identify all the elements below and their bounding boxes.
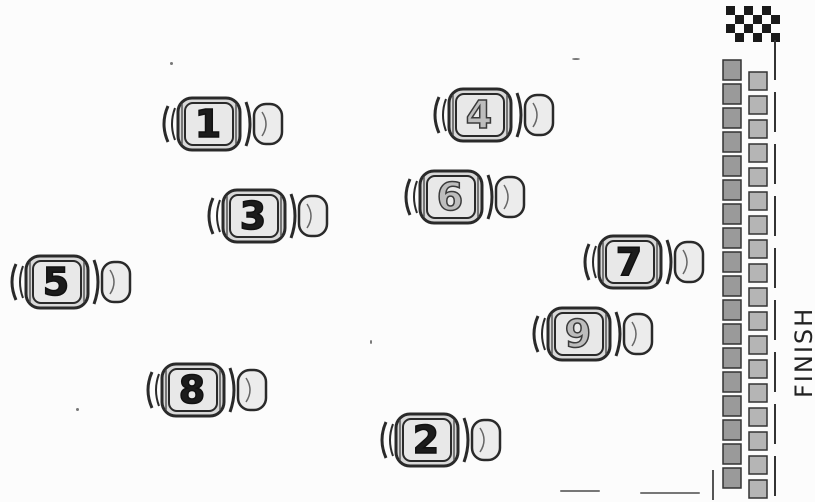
pencil-speck — [640, 492, 700, 494]
pencil-speck — [370, 340, 372, 344]
race-car-6: 6 — [400, 167, 528, 227]
race-car-8: 8 — [142, 360, 270, 420]
car-number: 3 — [231, 192, 275, 240]
car-number: 5 — [34, 258, 78, 306]
finish-line-squares — [723, 60, 767, 498]
checkered-flag-icon — [726, 6, 780, 42]
race-car-3: 3 — [203, 186, 331, 246]
race-car-1: 1 — [158, 94, 286, 154]
pencil-speck — [572, 58, 580, 60]
race-car-5: 5 — [6, 252, 134, 312]
car-number: 9 — [556, 310, 600, 358]
race-car-9: 9 — [528, 304, 656, 364]
race-car-7: 7 — [579, 232, 707, 292]
finish-label: FINISH — [790, 307, 815, 398]
car-number: 8 — [170, 366, 214, 414]
car-number: 6 — [428, 173, 472, 221]
pencil-speck — [560, 490, 600, 492]
race-car-2: 2 — [376, 410, 504, 470]
race-car-4: 4 — [429, 85, 557, 145]
car-number: 1 — [186, 100, 230, 148]
pencil-speck — [170, 62, 173, 65]
pencil-speck — [76, 408, 79, 411]
car-number: 7 — [607, 238, 651, 286]
car-number: 4 — [457, 91, 501, 139]
car-number: 2 — [404, 416, 448, 464]
